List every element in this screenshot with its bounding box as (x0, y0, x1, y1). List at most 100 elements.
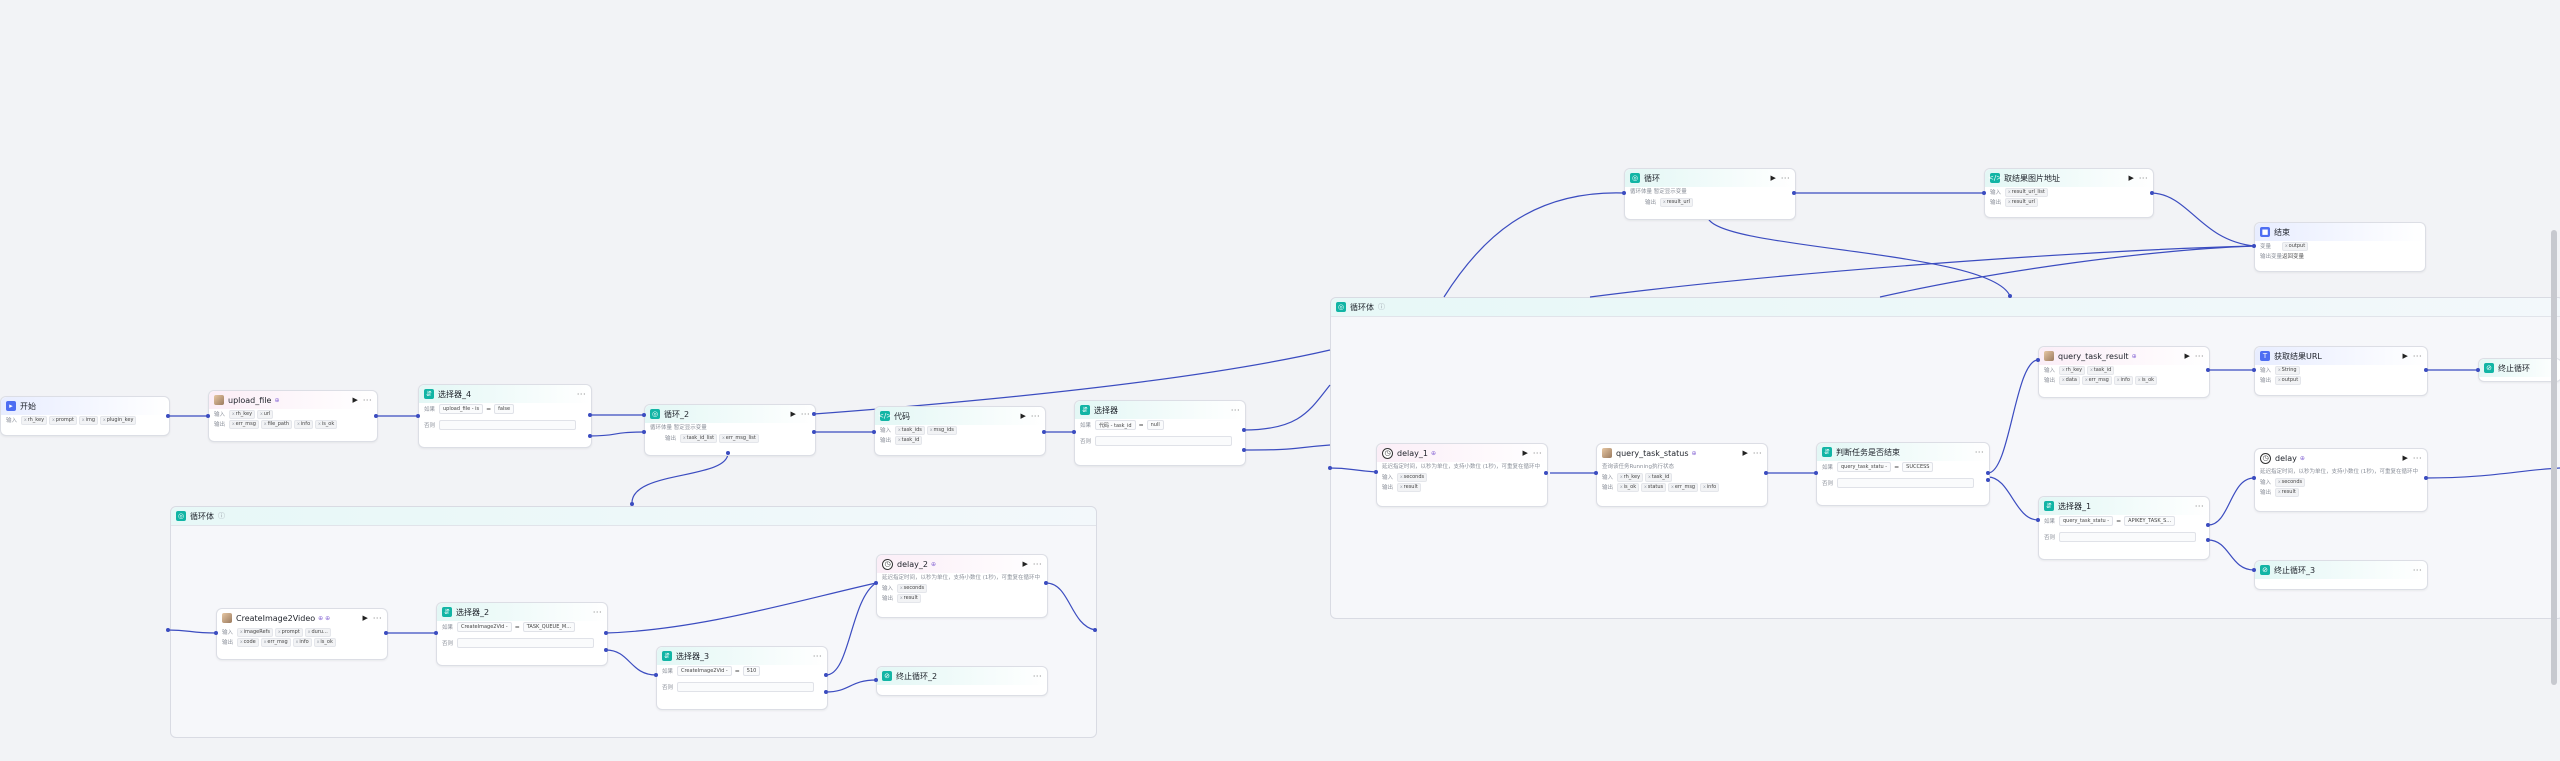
node-stop-loop-2[interactable]: ⊘终止循环_2 ··· (876, 666, 1048, 696)
port[interactable] (604, 648, 608, 652)
node-delay-2[interactable]: ◷delay_2⊕ ▶··· 延迟指定时间，以秒为单位，支持小数位 (1秒)，可… (876, 554, 1048, 618)
port[interactable] (166, 414, 170, 418)
more-button[interactable]: ··· (2194, 351, 2204, 361)
port[interactable] (1792, 191, 1796, 195)
condition-operator[interactable]: = (486, 405, 492, 413)
run-button[interactable]: ▶ (2128, 174, 2134, 182)
port[interactable] (2206, 368, 2210, 372)
port[interactable] (374, 414, 378, 418)
more-button[interactable]: ··· (592, 607, 602, 617)
port[interactable] (2252, 244, 2256, 248)
port[interactable] (1544, 471, 1548, 475)
port[interactable] (2206, 538, 2210, 542)
condition-variable[interactable]: query_task_statu - (2059, 516, 2114, 526)
vertical-scrollbar[interactable] (2551, 230, 2557, 685)
port[interactable] (642, 413, 646, 417)
more-button[interactable]: ··· (576, 389, 586, 399)
port[interactable] (384, 631, 388, 635)
port[interactable] (2476, 368, 2480, 372)
run-button[interactable]: ▶ (1020, 412, 1026, 420)
node-query-task-status[interactable]: query_task_status⊕ ▶··· 查询该任务Running执行状态… (1596, 443, 1768, 507)
more-button[interactable]: ··· (1030, 411, 1040, 421)
port[interactable] (214, 631, 218, 635)
node-selector[interactable]: ⇵选择器 ··· 如果 代码 - task_id = null 否则 (1074, 400, 1246, 466)
port[interactable] (1374, 470, 1378, 474)
more-button[interactable]: ··· (1974, 447, 1984, 457)
more-button[interactable]: ··· (2138, 173, 2148, 183)
port[interactable] (1594, 471, 1598, 475)
port[interactable] (874, 678, 878, 682)
run-button[interactable]: ▶ (352, 396, 358, 404)
port[interactable] (1622, 191, 1626, 195)
port[interactable] (726, 451, 730, 455)
port[interactable] (2036, 358, 2040, 362)
run-button[interactable]: ▶ (1742, 449, 1748, 457)
more-button[interactable]: ··· (800, 409, 810, 419)
more-button[interactable]: ··· (1780, 173, 1790, 183)
condition-value[interactable]: APIKEY_TASK_S... (2124, 516, 2176, 526)
node-selector-1[interactable]: ⇵选择器_1 ··· 如果 query_task_statu - = APIKE… (2038, 496, 2210, 560)
port[interactable] (1072, 430, 1076, 434)
port[interactable] (1814, 471, 1818, 475)
node-delay-1[interactable]: ◷delay_1⊕ ▶··· 延迟指定时间，以秒为单位，支持小数位 (1秒)，可… (1376, 443, 1548, 507)
port[interactable] (1093, 628, 1097, 632)
port[interactable] (1328, 466, 1332, 470)
port[interactable] (1044, 581, 1048, 585)
node-selector-2[interactable]: ⇵选择器_2 ··· 如果 CreateImage2Vid - = TASK_Q… (436, 602, 608, 666)
port[interactable] (874, 581, 878, 585)
condition-operator[interactable]: = (1138, 421, 1144, 429)
condition-operator[interactable]: = (734, 667, 740, 675)
port[interactable] (824, 673, 828, 677)
node-stop-loop[interactable]: ⊘终止循环 (2478, 358, 2560, 382)
port[interactable] (166, 628, 170, 632)
port[interactable] (434, 631, 438, 635)
node-delay[interactable]: ◷delay⊕ ▶··· 延迟指定时间，以秒为单位，支持小数位 (1秒)，可重复… (2254, 448, 2428, 512)
node-stop-loop-3[interactable]: ⊘终止循环_3 ··· (2254, 560, 2428, 590)
more-button[interactable]: ··· (2194, 501, 2204, 511)
port[interactable] (2150, 191, 2154, 195)
condition-value[interactable]: null (1146, 420, 1164, 430)
more-button[interactable]: ··· (2412, 565, 2422, 575)
run-button[interactable]: ▶ (362, 614, 368, 622)
more-button[interactable]: ··· (812, 651, 822, 661)
port[interactable] (654, 673, 658, 677)
more-button[interactable]: ··· (2412, 453, 2422, 463)
port[interactable] (604, 631, 608, 635)
condition-value[interactable]: false (494, 404, 515, 414)
run-button[interactable]: ▶ (1022, 560, 1028, 568)
port[interactable] (588, 413, 592, 417)
more-button[interactable]: ··· (362, 395, 372, 405)
node-judge-task[interactable]: ⇵判断任务是否结束 ··· 如果 query_task_statu - = SU… (1816, 442, 1990, 506)
port[interactable] (1042, 430, 1046, 434)
port[interactable] (2252, 568, 2256, 572)
port[interactable] (1986, 471, 1990, 475)
port[interactable] (588, 434, 592, 438)
more-button[interactable]: ··· (1230, 405, 1240, 415)
port[interactable] (642, 430, 646, 434)
node-selector-3[interactable]: ⇵选择器_3 ··· 如果 CreateImage2Vid - = 510 否则 (656, 646, 828, 710)
more-button[interactable]: ··· (2412, 351, 2422, 361)
more-button[interactable]: ··· (1032, 559, 1042, 569)
port[interactable] (1986, 478, 1990, 482)
port[interactable] (2424, 368, 2428, 372)
condition-variable[interactable]: CreateImage2Vid - (677, 666, 732, 676)
run-button[interactable]: ▶ (2402, 454, 2408, 462)
port[interactable] (2036, 518, 2040, 522)
port[interactable] (2252, 476, 2256, 480)
condition-value[interactable]: TASK_QUEUE_M... (522, 622, 575, 632)
condition-operator[interactable]: = (514, 623, 520, 631)
port[interactable] (824, 690, 828, 694)
condition-variable[interactable]: 代码 - task_id (1095, 420, 1136, 430)
condition-variable[interactable]: query_task_statu - (1837, 462, 1892, 472)
port[interactable] (1982, 191, 1986, 195)
port[interactable] (416, 414, 420, 418)
port[interactable] (812, 412, 816, 416)
